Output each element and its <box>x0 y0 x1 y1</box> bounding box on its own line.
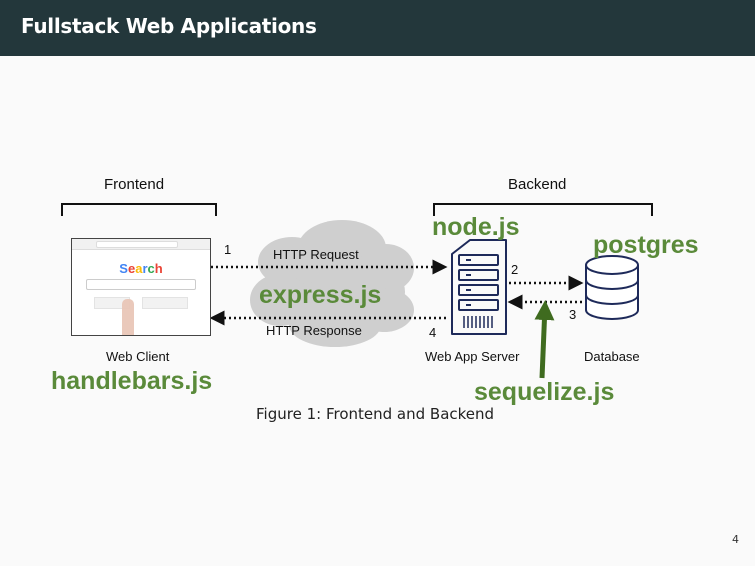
page-number: 4 <box>732 533 739 546</box>
step-4-label: 4 <box>429 325 437 340</box>
nodejs-label: node.js <box>432 213 520 241</box>
backend-label: Backend <box>508 176 567 193</box>
http-request-label: HTTP Request <box>273 247 359 262</box>
database-icon <box>585 255 639 320</box>
figure-caption: Figure 1: Frontend and Backend <box>256 405 494 423</box>
web-client-browser-icon: Search <box>71 238 211 336</box>
expressjs-label: express.js <box>259 281 382 309</box>
postgres-label: postgres <box>593 231 699 259</box>
feeling-lucky-button <box>142 297 188 309</box>
browser-toolbar <box>72 239 210 250</box>
slide-title: Fullstack Web Applications <box>21 14 317 38</box>
frontend-label: Frontend <box>104 176 165 193</box>
step-1-label: 1 <box>224 242 232 257</box>
backend-bracket <box>433 203 653 216</box>
pointing-finger-icon <box>122 299 134 335</box>
web-app-server-label: Web App Server <box>425 349 520 364</box>
cloud-icon <box>250 220 414 347</box>
slide-header: Fullstack Web Applications <box>0 0 755 56</box>
database-label: Database <box>584 349 640 364</box>
frontend-bracket <box>61 203 217 216</box>
sequelizejs-label: sequelize.js <box>474 378 615 406</box>
browser-url-bar <box>96 241 178 248</box>
sequelize-arrow <box>534 300 555 379</box>
handlebarsjs-label: handlebars.js <box>51 367 213 395</box>
caption-text: Frontend and Backend <box>325 405 495 423</box>
step-2-label: 2 <box>511 262 519 277</box>
web-client-label: Web Client <box>106 349 170 364</box>
caption-label: Figure 1: <box>256 405 322 423</box>
search-box <box>86 279 196 290</box>
step-3-label: 3 <box>569 307 577 322</box>
search-logo: Search <box>119 261 163 276</box>
http-response-label: HTTP Response <box>266 323 362 338</box>
server-icon <box>451 239 507 335</box>
